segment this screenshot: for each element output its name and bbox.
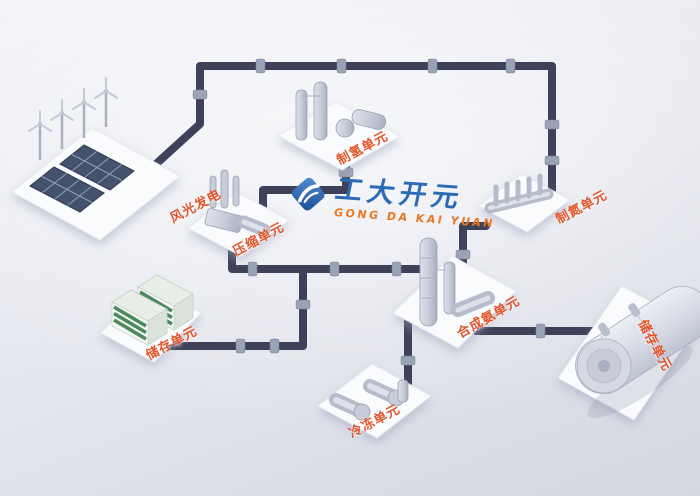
battery-storage-unit bbox=[100, 274, 202, 363]
nitrogen-production-unit bbox=[478, 173, 571, 233]
solar-panel-array bbox=[29, 166, 105, 213]
stack-icon bbox=[232, 175, 240, 207]
wind-turbine-icon bbox=[94, 77, 118, 127]
hydrogen-production-unit bbox=[276, 81, 402, 171]
solar-panel-array bbox=[59, 144, 135, 191]
pipe-couplings bbox=[192, 58, 560, 366]
manifold-header-icon bbox=[484, 173, 554, 214]
stack-icon bbox=[209, 175, 217, 209]
battery-rack-icon bbox=[111, 289, 168, 346]
brand-logo-icon bbox=[291, 177, 325, 211]
brand-logo: 工大开元 GONG DA KAI YUAN bbox=[285, 171, 498, 231]
secondary-column-icon bbox=[443, 261, 456, 315]
pipe-wind-to-nitrogen bbox=[152, 62, 556, 196]
spherical-tank-icon bbox=[335, 118, 355, 138]
wind-solar-unit bbox=[11, 77, 181, 241]
distillation-column-icon bbox=[295, 89, 308, 141]
tank-storage-unit bbox=[557, 285, 700, 421]
compression-unit bbox=[187, 169, 290, 257]
receiver-tank-icon bbox=[397, 379, 409, 403]
wind-turbine-icon bbox=[50, 99, 74, 149]
wind-turbine-icon bbox=[72, 88, 96, 138]
reactor-column-icon bbox=[419, 237, 438, 327]
wind-turbine-icon bbox=[28, 110, 52, 160]
stack-icon bbox=[220, 169, 229, 209]
platform bbox=[11, 127, 181, 241]
pump-icon bbox=[329, 393, 371, 421]
refrigeration-unit bbox=[317, 363, 432, 439]
pipe-storage-to-main-line bbox=[166, 265, 307, 350]
distillation-column-icon bbox=[313, 81, 328, 141]
horizontal-vessel-icon bbox=[351, 109, 387, 130]
ammonia-synthesis-unit bbox=[392, 237, 517, 349]
